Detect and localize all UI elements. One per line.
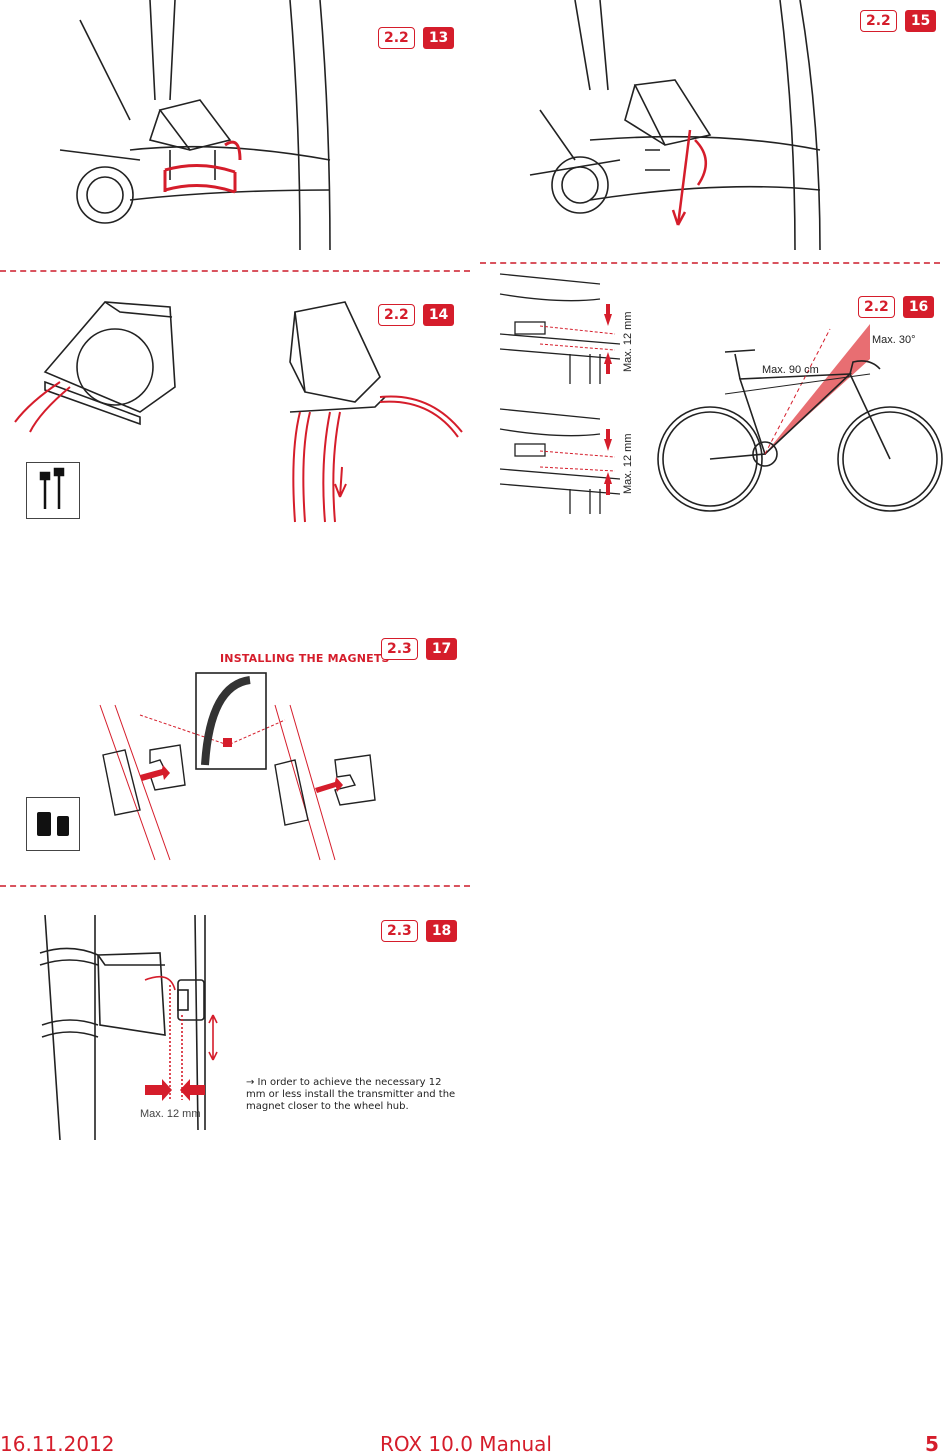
- figure-section: 2.2: [860, 10, 897, 32]
- figure-18-drawing: [39, 914, 218, 1141]
- max-12mm-label-bottom: Max. 12 mm: [622, 433, 634, 494]
- figure-section: 2.3: [381, 920, 418, 942]
- max-12mm-label-fig18: Max. 12 mm: [140, 1108, 201, 1120]
- figure-16-sensor-detail-top: [499, 273, 621, 384]
- max-90cm-label: Max. 90 cm: [762, 364, 819, 376]
- figure-17-drawing: [99, 672, 376, 861]
- figure-number: 14: [422, 304, 455, 326]
- footer-date: 16.11.2012: [0, 1432, 115, 1456]
- cable-tie-thumbnail: [26, 462, 80, 519]
- figure-13: 2.2 13: [0, 0, 470, 251]
- max-12mm-label-top: Max. 12 mm: [622, 311, 634, 372]
- figure-17: INSTALLING THE MAGNETS 2.3 17: [0, 625, 470, 865]
- dashed-separator: [0, 270, 470, 272]
- cable-tie-icon: [39, 467, 65, 509]
- footer-title: ROX 10.0 Manual: [380, 1432, 552, 1456]
- figure-18-badge: 2.3 18: [381, 920, 458, 942]
- dashed-separator: [0, 885, 470, 887]
- figure-18: Max. 12 mm → In order to achieve the nec…: [0, 895, 470, 1155]
- installation-note: → In order to achieve the necessary 12 m…: [246, 1077, 456, 1112]
- figure-14-drawing: [14, 301, 463, 523]
- figure-section: 2.2: [378, 304, 415, 326]
- figure-16-bike: [657, 324, 943, 512]
- figure-number: 16: [902, 296, 935, 318]
- figure-14-badge: 2.2 14: [378, 304, 455, 326]
- figure-number: 13: [422, 27, 455, 49]
- figure-17-badge: 2.3 17: [381, 638, 458, 660]
- figure-16: Max. 12 mm Max. 12 mm: [480, 264, 943, 524]
- installing-magnets-heading: INSTALLING THE MAGNETS: [220, 652, 390, 665]
- figure-section: 2.2: [858, 296, 895, 318]
- figure-13-drawing: [59, 0, 331, 251]
- figure-16-badge: 2.2 16: [858, 296, 935, 318]
- figure-15-drawing: [529, 0, 821, 251]
- max-30deg-label: Max. 30°: [872, 334, 916, 346]
- figure-section: 2.2: [378, 27, 415, 49]
- figure-13-badge: 2.2 13: [378, 27, 455, 49]
- magnets-icon: [37, 812, 69, 836]
- figure-14: 2.2 14: [0, 272, 470, 532]
- figure-15: 2.2 15: [480, 0, 943, 251]
- figure-number: 15: [904, 10, 937, 32]
- figure-number: 17: [425, 638, 458, 660]
- dashed-separator: [480, 262, 940, 264]
- figure-15-badge: 2.2 15: [860, 10, 937, 32]
- footer-page-number: 5: [925, 1432, 939, 1456]
- figure-16-sensor-detail-bottom: [499, 408, 621, 514]
- figure-section: 2.3: [381, 638, 418, 660]
- magnets-thumbnail: [26, 797, 80, 851]
- figure-number: 18: [425, 920, 458, 942]
